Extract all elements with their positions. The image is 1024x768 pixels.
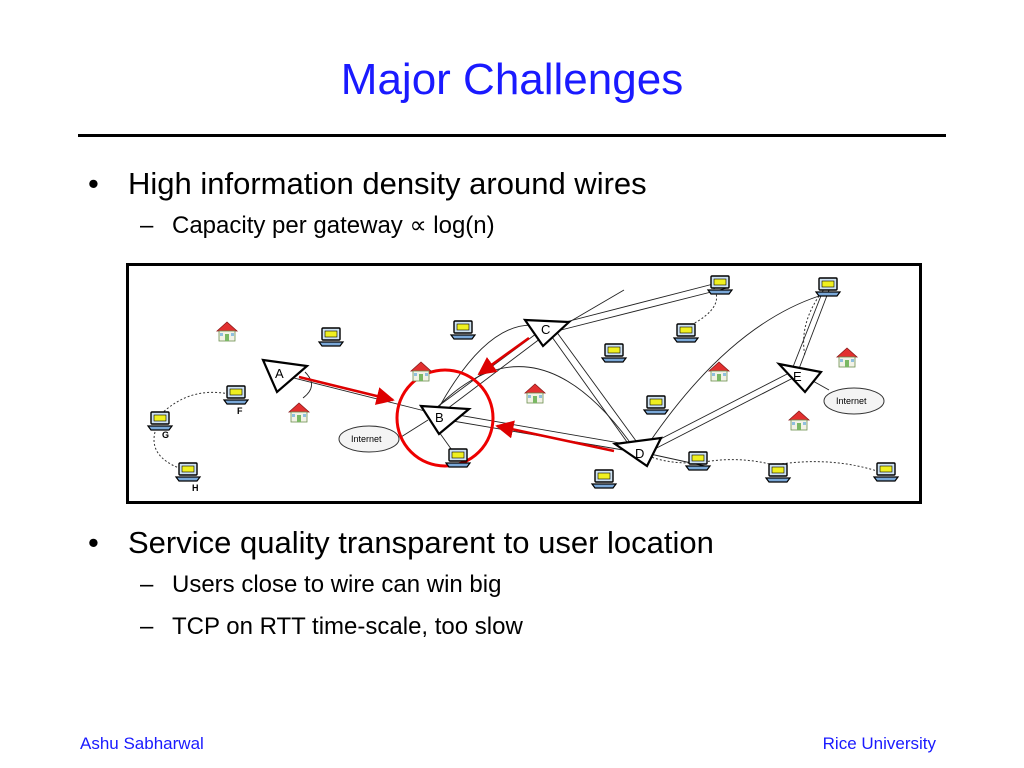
network-diagram: A B C D E Internet Internet bbox=[126, 263, 922, 504]
user-links bbox=[153, 283, 878, 472]
laptop-icon bbox=[175, 462, 201, 482]
bullet-1: • High information density around wires bbox=[88, 166, 647, 202]
svg-text:Internet: Internet bbox=[351, 434, 382, 444]
house-icon bbox=[708, 361, 730, 382]
svg-text:B: B bbox=[435, 410, 444, 425]
house-icon bbox=[524, 383, 546, 404]
bullet-2-sub-2: – TCP on RTT time-scale, too slow bbox=[140, 613, 523, 641]
user-label-f: F bbox=[237, 406, 243, 416]
svg-text:D: D bbox=[635, 446, 644, 461]
house-icon bbox=[836, 347, 858, 368]
sub-bullet-dash: – bbox=[140, 571, 154, 598]
bullet-1-sub-1: – Capacity per gateway ∝ log(n) bbox=[140, 211, 495, 240]
house-icon bbox=[288, 402, 310, 423]
slide-title: Major Challenges bbox=[340, 55, 684, 104]
footer-institution: Rice University bbox=[822, 734, 936, 753]
gateway-node-e: E bbox=[775, 362, 823, 394]
gateway-node-c: C bbox=[522, 318, 572, 348]
laptop-icon bbox=[685, 451, 711, 471]
user-label-g: G bbox=[162, 430, 169, 440]
bullet-2-sub-2-text: TCP on RTT time-scale, too slow bbox=[172, 613, 523, 640]
internet-cloud-right: Internet bbox=[823, 387, 885, 415]
laptop-icon bbox=[673, 323, 699, 343]
gateway-node-d: D bbox=[612, 436, 663, 468]
bullet-2: • Service quality transparent to user lo… bbox=[88, 525, 714, 561]
laptop-icon bbox=[643, 395, 669, 415]
house-icon bbox=[216, 321, 238, 342]
laptop-icon bbox=[450, 320, 476, 340]
title-divider bbox=[78, 134, 946, 137]
bullet-2-text: Service quality transparent to user loca… bbox=[128, 525, 714, 560]
bullet-1-text: High information density around wires bbox=[128, 166, 647, 201]
bullet-dot: • bbox=[88, 166, 99, 201]
bullet-dot: • bbox=[88, 525, 99, 560]
bullet-2-sub-1-text: Users close to wire can win big bbox=[172, 571, 502, 598]
highlight-circle bbox=[395, 368, 495, 468]
laptop-icon bbox=[765, 463, 791, 483]
wireless-links bbox=[273, 280, 832, 467]
laptop-icon bbox=[601, 343, 627, 363]
gateway-node-b: B bbox=[418, 404, 472, 436]
user-label-h: H bbox=[192, 483, 199, 493]
svg-text:Internet: Internet bbox=[836, 396, 867, 406]
laptop-icon bbox=[873, 462, 899, 482]
svg-text:C: C bbox=[541, 322, 550, 337]
svg-text:E: E bbox=[793, 369, 802, 384]
laptop-icon bbox=[223, 385, 249, 405]
sub-bullet-dash: – bbox=[140, 613, 154, 640]
laptop-icon bbox=[707, 275, 733, 295]
internet-cloud-left: Internet bbox=[338, 425, 400, 453]
laptop-icon bbox=[318, 327, 344, 347]
laptop-icon bbox=[147, 411, 173, 431]
house-icon bbox=[410, 361, 432, 382]
sub-bullet-dash: – bbox=[140, 212, 154, 239]
laptop-icon bbox=[445, 448, 471, 468]
svg-text:A: A bbox=[275, 366, 284, 381]
laptop-icon bbox=[591, 469, 617, 489]
bullet-1-sub-1-text: Capacity per gateway ∝ log(n) bbox=[172, 212, 495, 239]
laptop-icon bbox=[815, 277, 841, 297]
footer-author: Ashu Sabharwal bbox=[80, 734, 204, 753]
bullet-2-sub-1: – Users close to wire can win big bbox=[140, 571, 501, 599]
gateway-node-a: A bbox=[261, 358, 310, 394]
red-arrows bbox=[298, 336, 615, 453]
house-icon bbox=[788, 410, 810, 431]
